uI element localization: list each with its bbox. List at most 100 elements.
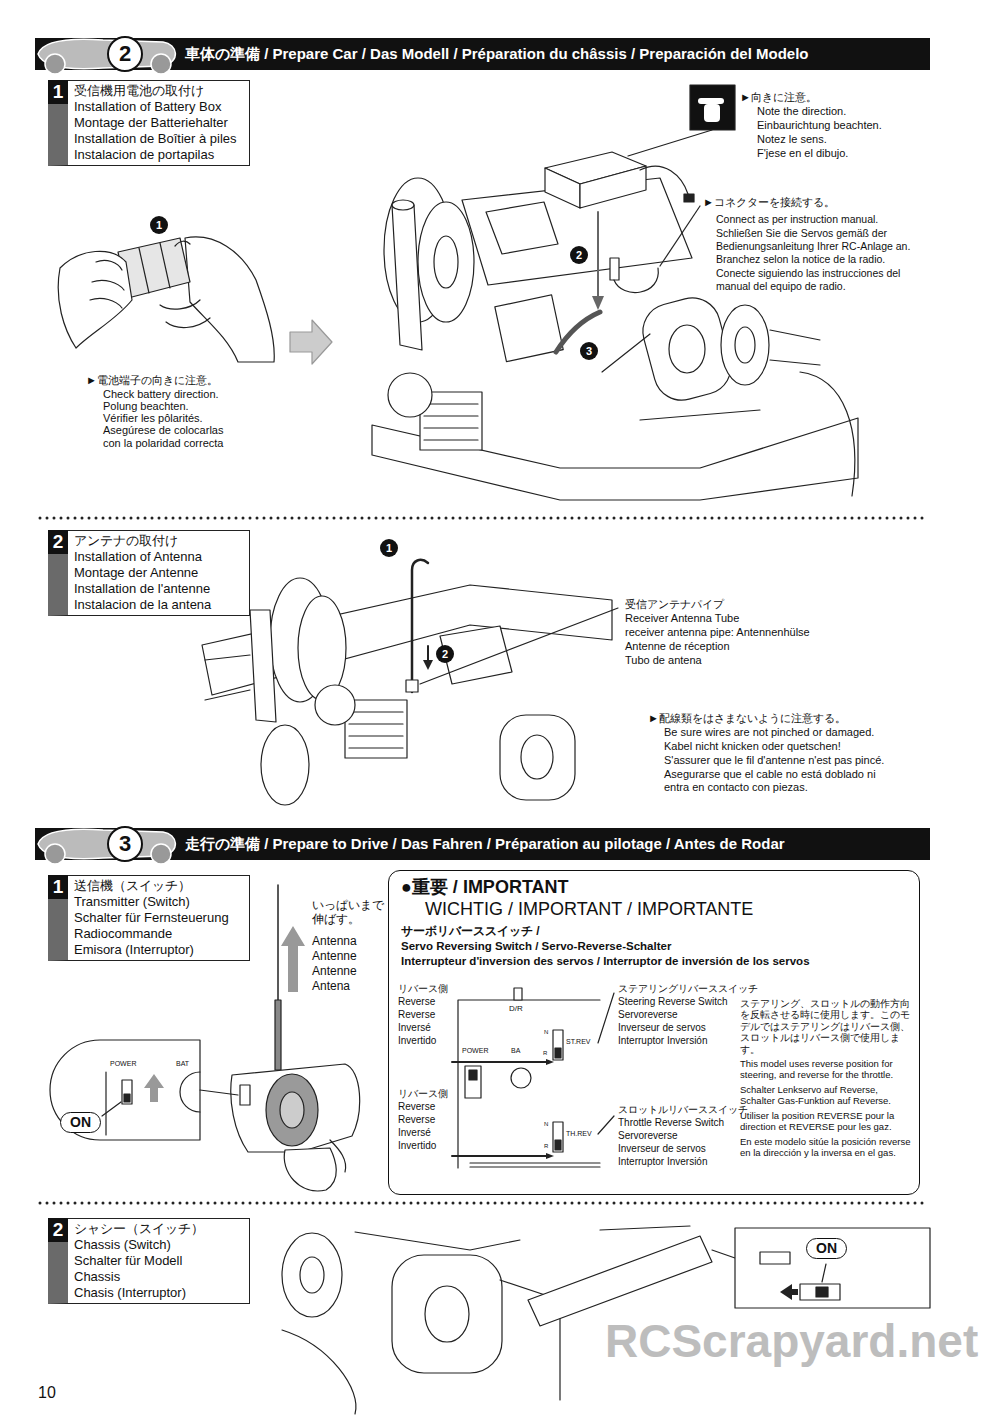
chassis-switch-inset	[816, 1287, 828, 1297]
switch-on-badge: ON	[806, 1238, 847, 1259]
power-switch-inset	[50, 1040, 238, 1140]
step-number: 1	[48, 875, 68, 899]
note-hand-icon	[698, 98, 724, 104]
callout-number: 2	[570, 246, 588, 264]
important-text: ●重要 / IMPORTANT	[401, 876, 907, 898]
step-title: Chasis (Interruptor)	[74, 1285, 239, 1301]
step-number: 2	[48, 1218, 68, 1242]
important-text: サーボリバーススイッチ /	[401, 923, 907, 939]
note-text: ►向きに注意。	[740, 91, 817, 104]
transmitter	[277, 885, 279, 1000]
leader-line	[660, 206, 700, 266]
reverse-arrow	[452, 1059, 554, 1159]
note-text: Reverse	[398, 1009, 435, 1021]
important-text: Servo Reversing Switch / Servo-Reverse-S…	[401, 939, 907, 954]
note-text: Einbaurichtung beachten.	[757, 119, 882, 132]
note-text: R	[544, 1143, 548, 1150]
step-box: 1送信機（スイッチ）Transmitter (Switch)Schalter f…	[48, 875, 250, 961]
kart-front	[425, 1286, 469, 1342]
note-text: receiver antenna pipe: Antennenhülse	[625, 626, 810, 639]
note-text: Inversé	[398, 1022, 431, 1034]
flow-arrow	[290, 320, 332, 364]
battery-box	[545, 168, 580, 208]
note-text: Throttle Reverse Switch	[618, 1117, 724, 1129]
servo-reverse-panel	[555, 1140, 561, 1150]
step-title: Emisora (Interruptor)	[74, 942, 239, 958]
step-title: Montage der Antenne	[74, 565, 239, 581]
chassis-switch-inset	[780, 1284, 798, 1300]
servo-reverse-panel	[469, 1070, 477, 1080]
step-title: Montage der Batteriehalter	[74, 115, 239, 131]
kart-chassis	[669, 325, 705, 373]
note-text: BA	[511, 1047, 520, 1055]
note-text: Antena	[312, 979, 350, 993]
kart-front	[300, 1257, 324, 1293]
kart-chassis-antenna	[349, 712, 403, 748]
note-text: いっぱいまで伸ばす。	[312, 898, 390, 927]
step-title: アンテナの取付け	[74, 533, 239, 549]
direction-arrow	[592, 212, 604, 310]
note-text: Be sure wires are not pinched or damaged…	[664, 726, 874, 739]
note-text: Antenna	[312, 934, 357, 948]
note-text: ST.REV	[566, 1038, 591, 1046]
servo-reverse-panel	[458, 1000, 600, 1168]
power-switch-inset	[200, 1090, 238, 1095]
separator	[40, 517, 925, 520]
watermark: RCScrapyard.net	[605, 1314, 978, 1369]
step-title: Installation de l'antenne	[74, 581, 239, 597]
section-number: 3	[107, 826, 143, 862]
kart-chassis-antenna	[521, 735, 553, 779]
note-text: Antenne	[312, 964, 357, 978]
callout-number: 2	[436, 645, 454, 663]
kart-chassis-antenna	[205, 655, 250, 700]
leader-line	[598, 1116, 614, 1134]
note-hand-icon	[690, 85, 735, 130]
kart-chassis-antenna	[250, 610, 276, 722]
callout-number: 1	[150, 216, 168, 234]
step-title: 送信機（スイッチ）	[74, 878, 239, 894]
step-box: 1受信機用電池の取付けInstallation of Battery BoxMo…	[48, 80, 250, 166]
note-text: ►コネクターを接続する。	[703, 196, 835, 209]
note-text: Interruptor Inversión	[618, 1156, 708, 1168]
note-text: リバース側	[398, 983, 448, 995]
chassis-switch-inset	[800, 1284, 840, 1300]
note-text: 10	[38, 1383, 56, 1402]
kart-chassis	[388, 373, 432, 417]
note-text: Servoreverse	[618, 1009, 677, 1021]
leader-line	[628, 130, 712, 266]
transmitter	[280, 1092, 304, 1128]
illustration	[40, 85, 930, 1414]
kart-chassis	[800, 372, 855, 496]
separator	[40, 1202, 925, 1205]
transmitter	[266, 1074, 318, 1146]
antenna	[406, 680, 418, 692]
direction-arrow	[597, 212, 599, 298]
kart-chassis	[640, 410, 760, 420]
note-text: TH.REV	[566, 1130, 592, 1138]
important-text: Interrupteur d'inversion des servos / In…	[401, 954, 907, 969]
transmitter	[231, 1064, 360, 1152]
transmitter	[240, 1085, 250, 1105]
kart-chassis	[495, 295, 563, 362]
callout-number: 1	[380, 539, 398, 557]
note-text: Inversé	[398, 1127, 431, 1139]
switch-on-badge: ON	[60, 1112, 101, 1133]
note-text: スロットルリバーススイッチ	[618, 1104, 748, 1116]
step-number: 1	[48, 80, 68, 104]
step-title: Chassis	[74, 1269, 239, 1285]
kart-chassis-antenna	[500, 715, 575, 800]
note-text: S'assurer que le fil d'antenne n'est pas…	[664, 754, 884, 767]
step-box: 2シャシー（スイッチ）Chassis (Switch)Schalter für …	[48, 1218, 250, 1304]
note-text: N	[544, 1029, 548, 1036]
step-title: Installation de Boîtier à piles	[74, 131, 239, 147]
note-text: Antenne	[312, 949, 357, 963]
note-text: Vérifier les pôlarités.	[103, 412, 203, 425]
callout-number: 3	[580, 342, 598, 360]
battery-holder-hands	[90, 260, 124, 308]
kart-front	[355, 1232, 520, 1250]
step-title: シャシー（スイッチ）	[74, 1221, 239, 1237]
kart-icon	[45, 844, 65, 864]
note-text: Reverse	[398, 1114, 435, 1126]
step-title: 受信機用電池の取付け	[74, 83, 239, 99]
servo-reverse-panel	[465, 1066, 481, 1098]
